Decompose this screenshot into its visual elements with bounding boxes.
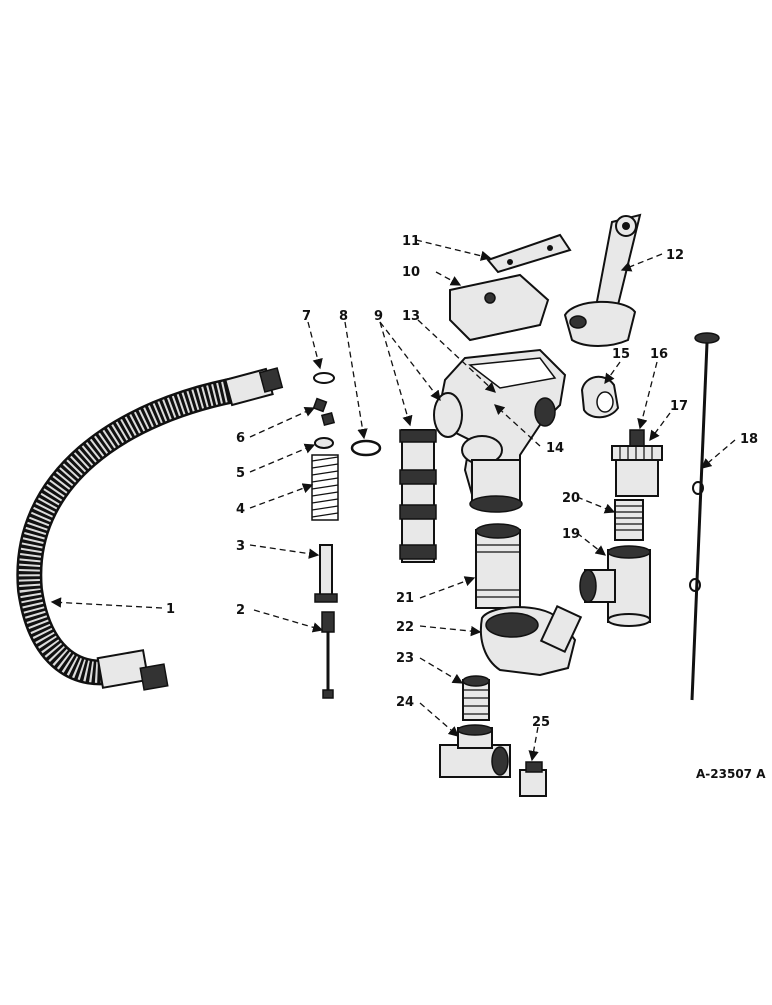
- callout-17: 17: [670, 399, 688, 414]
- callout-5: 5: [236, 466, 245, 481]
- leader-lines: [50, 239, 736, 762]
- part-plug: [519, 761, 547, 797]
- callout-13: 13: [402, 309, 420, 324]
- callout-8: 8: [339, 309, 348, 324]
- callout-19: 19: [562, 527, 580, 542]
- callout-1: 1: [166, 602, 175, 617]
- part-nipple-short: [614, 499, 644, 541]
- callout-10: 10: [402, 265, 420, 280]
- callout-18: 18: [740, 432, 758, 447]
- part-plate: [486, 233, 572, 274]
- callout-25: 25: [532, 715, 550, 730]
- part-hose: [16, 367, 284, 691]
- part-nipple-small: [462, 675, 490, 721]
- callout-4: 4: [236, 502, 245, 517]
- part-rod: [321, 611, 335, 699]
- part-nipple-long: [475, 523, 521, 609]
- callout-15: 15: [612, 347, 630, 362]
- part-ring-small: [313, 372, 335, 384]
- part-pin: [314, 544, 338, 603]
- callout-23: 23: [396, 651, 414, 666]
- part-cover: [449, 273, 550, 342]
- part-lever: [563, 213, 642, 347]
- callout-12: 12: [666, 248, 684, 263]
- part-street-elbow: [480, 604, 583, 677]
- part-tee-small: [439, 724, 511, 778]
- callout-20: 20: [562, 491, 580, 506]
- part-dipstick: [689, 332, 720, 701]
- callout-16: 16: [650, 347, 668, 362]
- callout-7: 7: [302, 309, 311, 324]
- part-spring: [311, 454, 339, 521]
- callout-24: 24: [396, 695, 414, 710]
- callout-2: 2: [236, 603, 245, 618]
- part-elbow-small: [580, 375, 620, 419]
- part-o-ring: [350, 439, 382, 457]
- callout-3: 3: [236, 539, 245, 554]
- part-valve-body: [433, 348, 567, 513]
- part-keepers: [312, 397, 336, 427]
- callout-21: 21: [396, 591, 414, 606]
- part-washer: [314, 437, 334, 449]
- callout-14: 14: [546, 441, 564, 456]
- part-spool: [399, 429, 437, 563]
- callout-9: 9: [374, 309, 383, 324]
- callout-labels: 1 2 3 4 5 6 7 8 9 10 11 12 13 14 15 16 1…: [166, 234, 758, 730]
- drawing-number: A-23507 A: [696, 767, 766, 781]
- callout-11: 11: [402, 234, 420, 249]
- callout-22: 22: [396, 620, 414, 635]
- callout-6: 6: [236, 431, 245, 446]
- part-cap: [611, 429, 663, 497]
- part-tee-large: [579, 545, 651, 627]
